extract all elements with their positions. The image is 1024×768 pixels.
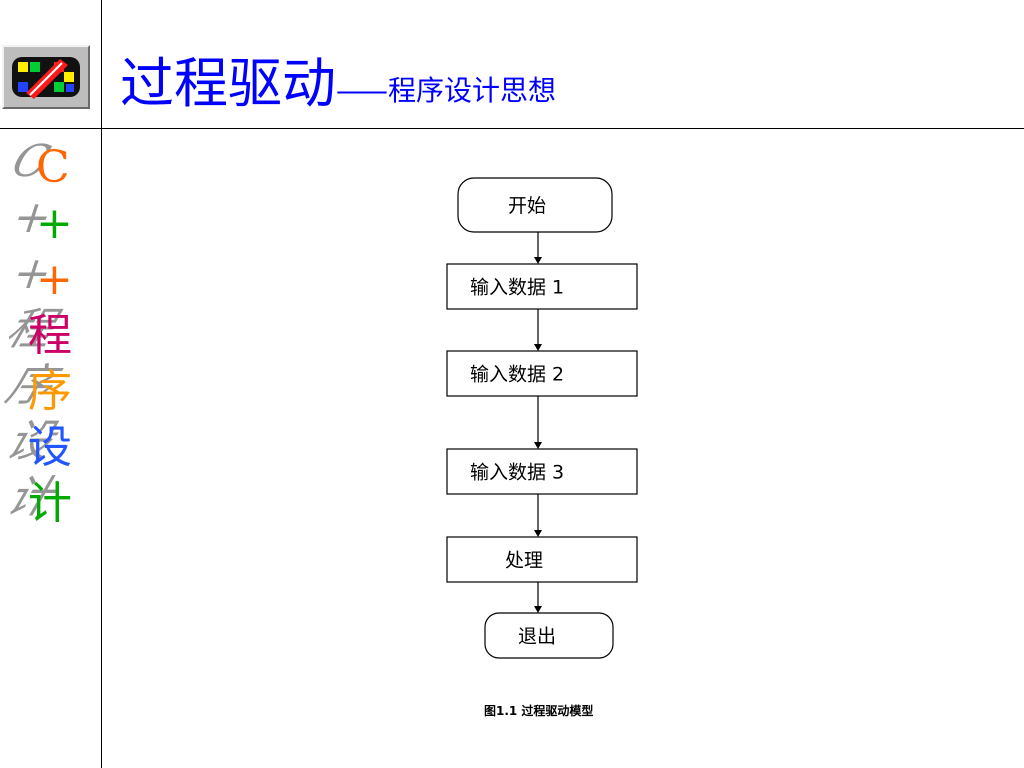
- flow-arrow-head: [534, 606, 542, 613]
- side-label-char-front: C: [36, 142, 70, 193]
- side-label-char-front: 序: [28, 366, 72, 417]
- side-label-char: 计计: [0, 472, 96, 532]
- side-label-char-front: 计: [28, 478, 72, 529]
- flow-node-start: [457, 177, 613, 233]
- side-label-char: 设设: [0, 416, 96, 476]
- side-label-char-front: +: [36, 254, 73, 305]
- title-subtitle: 程序设计思想: [388, 74, 557, 107]
- title-dash: ——: [336, 74, 388, 107]
- flow-node-label-end: 退出: [518, 626, 556, 648]
- title-main: 过程驱动: [120, 52, 336, 115]
- app-logo-icon: [12, 57, 80, 99]
- flow-node-label-input2: 输入数据 2: [470, 364, 564, 386]
- frame-horizontal-line: [0, 128, 1024, 129]
- figure-caption: 图1.1 过程驱动模型: [484, 704, 594, 718]
- flow-node-input1: [446, 263, 638, 310]
- flow-node-end: [484, 612, 614, 659]
- flow-node-input3: [446, 448, 638, 495]
- flow-arrow-head: [534, 530, 542, 537]
- flow-arrow-head: [534, 344, 542, 351]
- side-label-char: 序序: [0, 360, 96, 420]
- side-label-char: ++: [6, 248, 96, 308]
- flow-arrow-head: [534, 257, 542, 264]
- flow-node-label-input1: 输入数据 1: [470, 277, 564, 299]
- side-label-char: ++: [6, 192, 96, 252]
- app-logo: [2, 45, 90, 109]
- flow-node-label-process: 处理: [505, 550, 543, 572]
- flow-arrow-head: [534, 442, 542, 449]
- side-label-char-front: +: [36, 198, 73, 249]
- side-label-char: 程程: [0, 304, 96, 364]
- flow-node-process: [446, 536, 638, 583]
- side-label-char-front: 程: [28, 310, 72, 361]
- flow-node-label-input3: 输入数据 3: [470, 462, 564, 484]
- frame-vertical-line: [101, 0, 102, 768]
- flow-node-label-start: 开始: [508, 195, 546, 217]
- flow-node-input2: [446, 350, 638, 397]
- side-label-char-front: 设: [28, 422, 72, 473]
- page-title: 过程驱动——程序设计思想: [120, 48, 556, 120]
